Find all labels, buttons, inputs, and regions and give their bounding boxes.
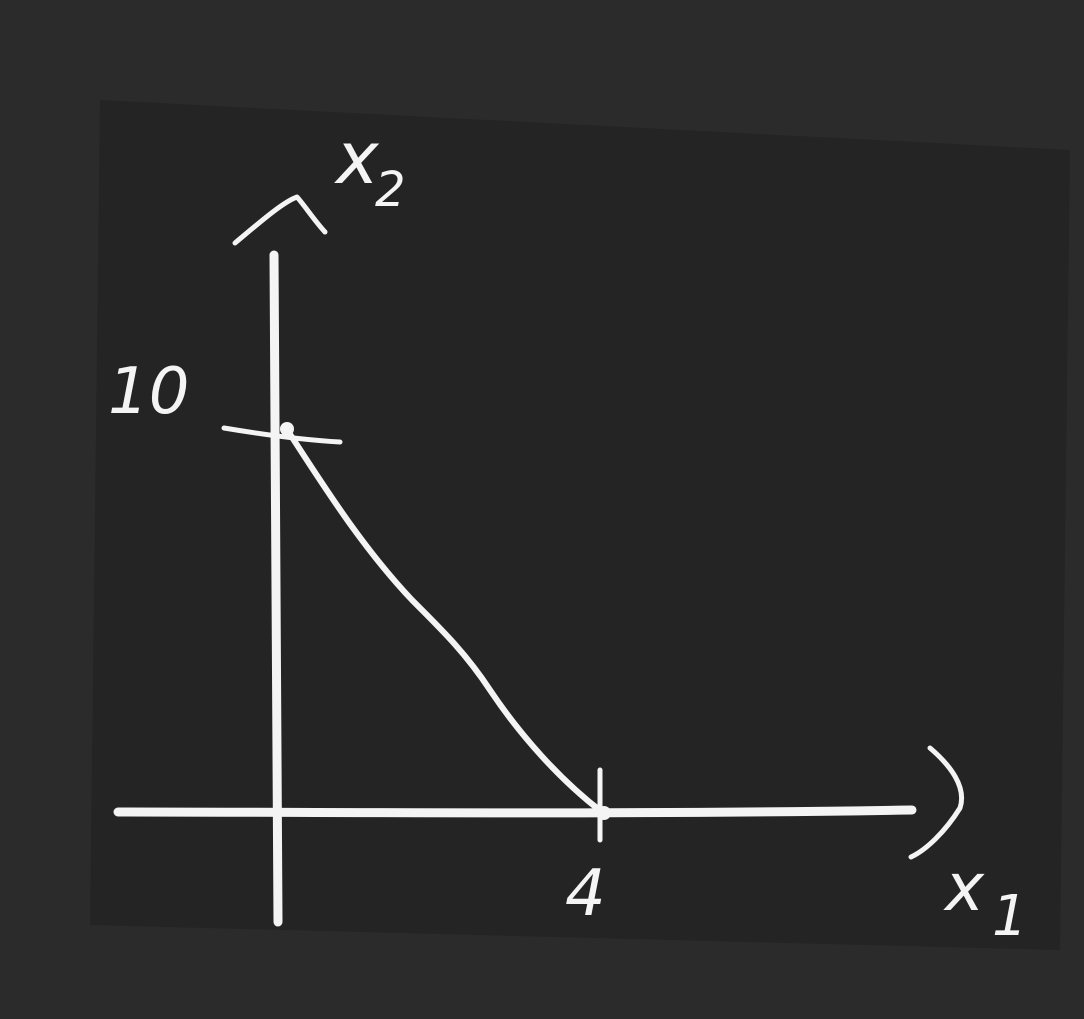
x-axis-arrowhead — [908, 745, 964, 860]
paper-sheet — [90, 100, 1070, 950]
x-tick-label: 4 — [565, 857, 606, 931]
x-axis-label-x: x — [943, 849, 985, 926]
x-intercept-point — [597, 806, 611, 820]
y-axis — [269, 250, 283, 927]
constraint-line — [283, 425, 605, 815]
y-axis-label-x: x — [334, 116, 380, 200]
y-axis-arrowhead — [232, 194, 328, 246]
y-tick-label: 10 — [108, 355, 189, 429]
x-axis-label-subscript: 1 — [992, 884, 1028, 949]
y-tick-mark — [221, 425, 343, 445]
y-axis-label-subscript: 2 — [375, 162, 406, 218]
x-axis — [113, 805, 917, 818]
y-intercept-point — [280, 422, 294, 436]
